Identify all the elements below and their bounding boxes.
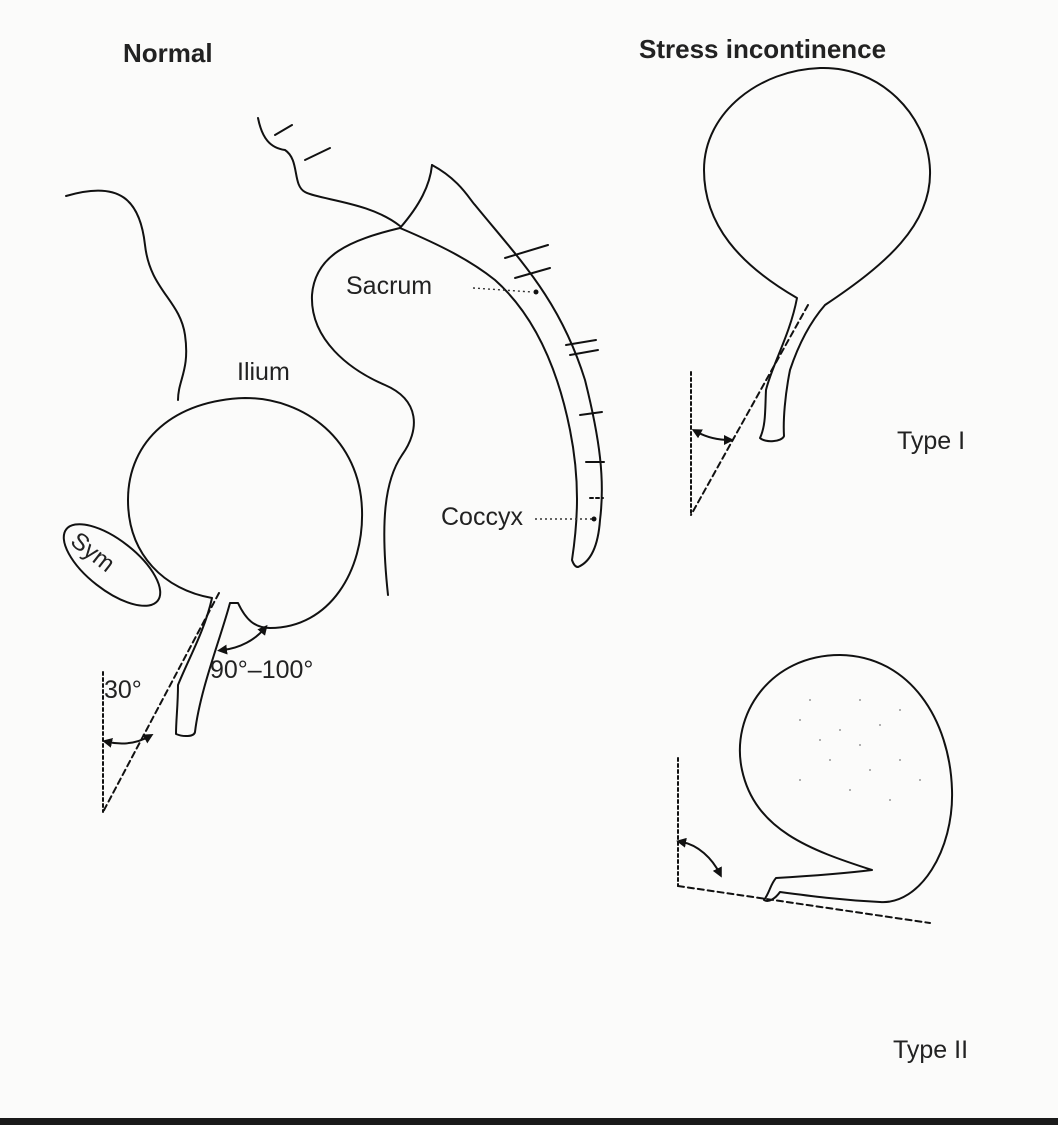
type2-urethral-axis: [678, 886, 930, 923]
normal-heading: Normal: [123, 38, 213, 69]
type1-arc: [697, 432, 730, 440]
type2-label: Type II: [893, 1036, 968, 1065]
ilium-outline: [66, 191, 186, 400]
bottom-border: [0, 1118, 1058, 1125]
type2-arc: [682, 842, 720, 874]
posterior-angle-label: 90°–100°: [210, 656, 313, 685]
type1-bladder: [704, 68, 930, 441]
sacrum-label: Sacrum: [346, 272, 432, 301]
type1-urethral-axis: [691, 305, 808, 515]
type2-bladder: [740, 655, 952, 902]
coccyx-label: Coccyx: [441, 503, 523, 532]
lumbar-spine-line: [258, 118, 400, 226]
type1-label: Type I: [897, 427, 965, 456]
coccyx-marker: [592, 517, 597, 522]
sacrum-outline-inner: [400, 165, 432, 228]
normal-bladder: [128, 398, 362, 736]
inclination-angle-label: 30°: [104, 676, 142, 705]
stress-incontinence-heading: Stress incontinence: [639, 34, 886, 65]
normal-90-arc: [223, 628, 265, 650]
sacrum-leader: [473, 288, 532, 292]
sacrum-marker: [534, 290, 539, 295]
ilium-label: Ilium: [237, 358, 290, 387]
